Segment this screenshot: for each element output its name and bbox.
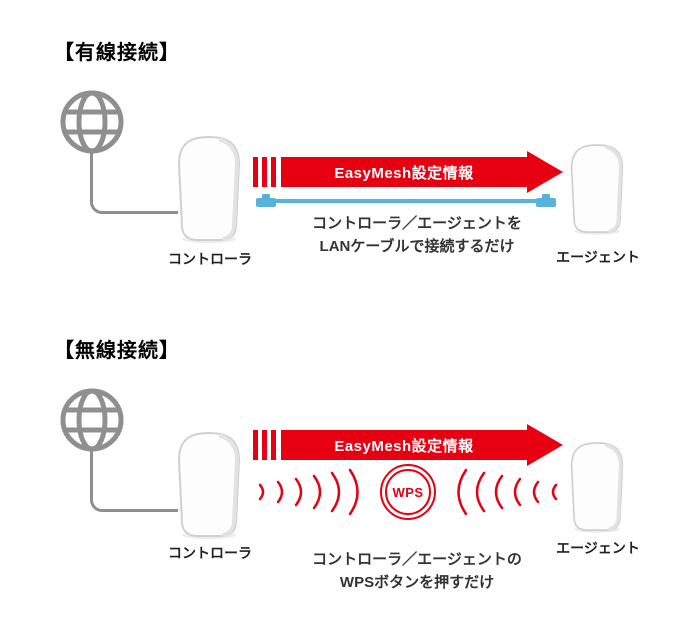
- wps-waves: WPS: [252, 462, 564, 522]
- lan-connector-right-icon: [536, 194, 556, 208]
- controller-label: コントローラ: [168, 251, 252, 267]
- internet-globe-icon: [58, 386, 126, 454]
- controller-device: [170, 430, 248, 545]
- arrow-stripes-icon: [253, 157, 276, 187]
- wired-description: コントローラ／エージェントを LANケーブルで接続するだけ: [267, 212, 567, 258]
- wired-description-line1: コントローラ／エージェントを: [312, 215, 522, 232]
- wps-circle: WPS: [380, 464, 436, 520]
- wps-label: WPS: [392, 484, 424, 500]
- wired-section-title: 【有線接続】: [54, 42, 180, 64]
- wireless-description: コントローラ／エージェントの WPSボタンを押すだけ: [267, 548, 567, 594]
- easymesh-arrow-wired: EasyMesh設定情報: [253, 151, 563, 193]
- agent-label: エージェント: [556, 249, 640, 265]
- easymesh-arrow-label: EasyMesh設定情報: [281, 157, 527, 187]
- controller-label: コントローラ: [168, 545, 252, 561]
- agent-device: [564, 440, 630, 539]
- wan-cable-line: [90, 450, 178, 512]
- arrow-head-icon: [527, 151, 563, 193]
- wireless-description-line1: コントローラ／エージェントの: [312, 551, 522, 568]
- easymesh-arrow-label: EasyMesh設定情報: [281, 430, 527, 460]
- wireless-description-line2: WPSボタンを押すだけ: [339, 574, 495, 591]
- arrow-head-icon: [527, 424, 563, 466]
- lan-connector-left-icon: [256, 194, 276, 208]
- wifi-waves-right-icon: [457, 468, 558, 516]
- wan-cable-line: [90, 152, 178, 214]
- wps-inner-ring: WPS: [385, 469, 431, 515]
- internet-globe-icon: [58, 88, 126, 156]
- lan-cable-line: [276, 199, 536, 203]
- lan-cable: [256, 194, 556, 208]
- wifi-waves-left-icon: [258, 468, 359, 516]
- agent-device: [564, 142, 630, 241]
- agent-label: エージェント: [556, 540, 640, 556]
- arrow-stripes-icon: [253, 430, 276, 460]
- wired-description-line2: LANケーブルで接続するだけ: [319, 238, 515, 255]
- easymesh-arrow-wireless: EasyMesh設定情報: [253, 424, 563, 466]
- wireless-section-title: 【無線接続】: [54, 340, 180, 362]
- controller-device: [170, 134, 248, 249]
